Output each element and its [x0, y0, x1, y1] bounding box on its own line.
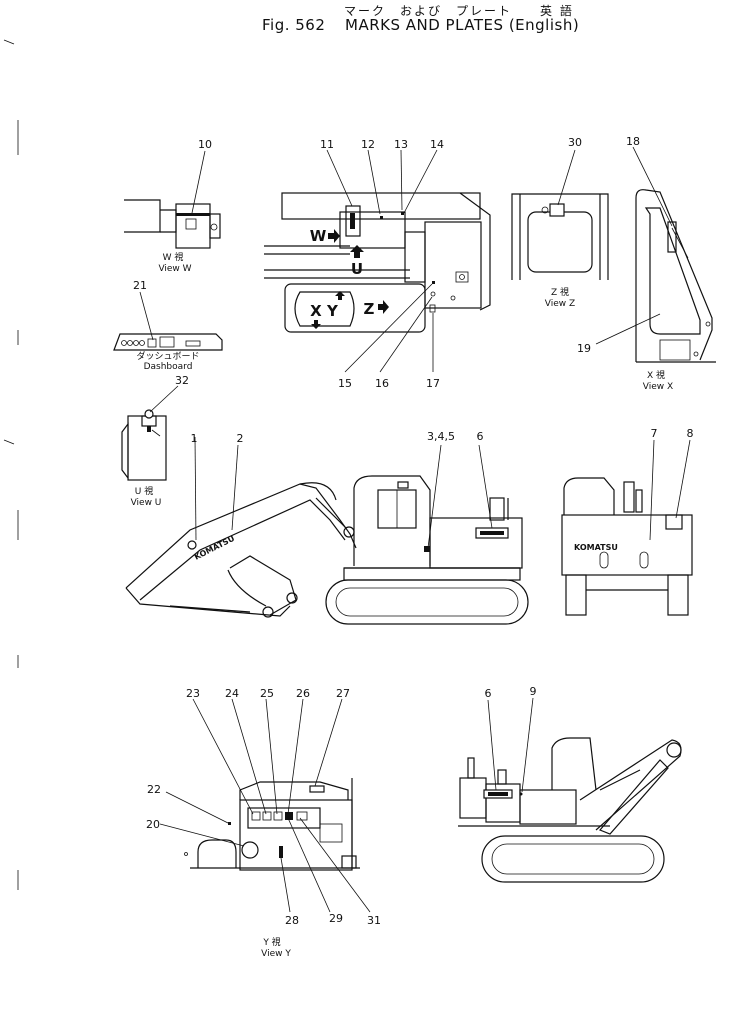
- callout-24: 24: [225, 687, 239, 700]
- dashboard-detail: 21 ダッシュボード Dashboard: [113, 279, 223, 372]
- callout-19: 19: [577, 342, 591, 355]
- dashboard-label: Dashboard: [144, 362, 193, 372]
- figure-title: MARKS AND PLATES (English): [345, 16, 580, 34]
- view-w-label: View W: [158, 264, 191, 274]
- callout-21: 21: [133, 279, 147, 292]
- view-u-label: View U: [131, 498, 162, 508]
- marker-xy: X Y: [310, 302, 339, 320]
- dashboard-label-jp: ダッシュボード: [136, 350, 199, 362]
- view-y-label-jp: Y 視: [262, 936, 280, 948]
- view-u-label-jp: U 視: [135, 485, 153, 497]
- callout-17: 17: [426, 377, 440, 390]
- excavator-rear-angle-view: 6 9: [458, 685, 682, 883]
- callout-18: 18: [626, 135, 640, 148]
- callout-7: 7: [651, 427, 658, 440]
- callout-3-4-5: 3,4,5: [427, 430, 455, 443]
- callout-2: 2: [237, 432, 244, 445]
- callout-6-side: 6: [477, 430, 484, 443]
- view-w-label-jp: W 視: [163, 251, 184, 263]
- callout-6-angle: 6: [485, 687, 492, 700]
- view-z-detail: 30 Z 視 View Z: [511, 136, 609, 309]
- callout-13: 13: [394, 138, 408, 151]
- view-w-detail: 10 W 視 View W: [124, 138, 221, 274]
- callout-27: 27: [336, 687, 350, 700]
- rear-brand-mark: KOMATSU: [574, 543, 618, 552]
- callout-10: 10: [198, 138, 212, 151]
- view-x-label: View X: [643, 382, 673, 392]
- japanese-title: マーク および プレート 英 語: [344, 4, 574, 18]
- callout-20: 20: [146, 818, 160, 831]
- callout-8: 8: [687, 427, 694, 440]
- view-x-detail: 18 19 X 視 View X: [577, 135, 716, 392]
- figure-number: Fig. 562: [262, 16, 326, 34]
- callout-23: 23: [186, 687, 200, 700]
- callout-12: 12: [361, 138, 375, 151]
- scan-margin-marks: [3, 39, 19, 890]
- callout-30: 30: [568, 136, 582, 149]
- callout-25: 25: [260, 687, 274, 700]
- view-u-detail: 32 U 視 View U: [121, 374, 189, 508]
- callout-15: 15: [338, 377, 352, 390]
- view-x-label-jp: X 視: [647, 369, 665, 381]
- callout-14: 14: [430, 138, 444, 151]
- callout-22: 22: [147, 783, 161, 796]
- callout-28: 28: [285, 914, 299, 927]
- callout-9: 9: [530, 685, 537, 698]
- callout-16: 16: [375, 377, 389, 390]
- view-y-label: View Y: [261, 949, 291, 959]
- view-z-label-jp: Z 視: [551, 286, 569, 298]
- callout-32: 32: [175, 374, 189, 387]
- callout-1: 1: [191, 432, 198, 445]
- view-z-label: View Z: [545, 299, 575, 309]
- callout-11: 11: [320, 138, 334, 151]
- boom-brand-mark: KOMATSU: [193, 534, 236, 562]
- marker-u: U: [351, 260, 363, 278]
- marker-z: Z: [364, 300, 375, 318]
- callout-31: 31: [367, 914, 381, 927]
- callout-26: 26: [296, 687, 310, 700]
- marker-w: W: [310, 227, 327, 245]
- view-y-detail: 23 24 25 26 27 22 20 28 29 31 Y 視 View Y: [146, 687, 381, 959]
- top-plan-view: W U X Y Z 11 12 13 14 15 16 17: [264, 138, 491, 390]
- excavator-rear-view: KOMATSU 7 8: [561, 427, 694, 616]
- callout-29: 29: [329, 912, 343, 925]
- excavator-side-view: KOMATSU 1 2 3,4,5 6: [125, 430, 529, 625]
